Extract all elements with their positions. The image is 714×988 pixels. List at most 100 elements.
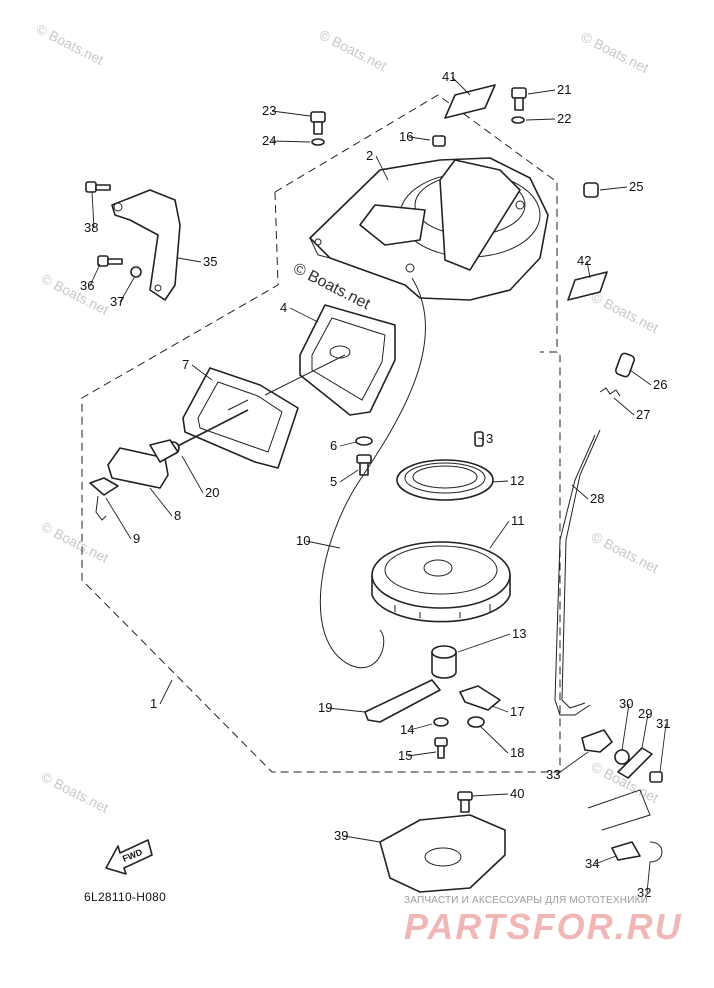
bolt-31 — [649, 771, 663, 783]
leader-line-25 — [599, 186, 628, 191]
part-number-1: 1 — [150, 696, 157, 711]
starter-cover — [309, 157, 549, 301]
part-number-36: 36 — [80, 278, 94, 293]
clip-9 — [89, 477, 119, 521]
part-number-14: 14 — [400, 722, 414, 737]
brand-tagline: ЗАПЧАСТИ И АКСЕССУАРЫ ДЛЯ МОТОТЕХНИКИ — [404, 895, 649, 906]
cable-10 — [319, 277, 427, 668]
label-41 — [444, 84, 496, 119]
leader-line-16 — [408, 136, 431, 141]
watermark-5: © Boats.net — [39, 518, 112, 566]
part-number-18: 18 — [510, 745, 524, 760]
leader-line-11 — [489, 520, 510, 549]
bolt-40 — [457, 791, 473, 813]
part-number-20: 20 — [205, 485, 219, 500]
lever-8 — [107, 439, 179, 489]
drive-13 — [431, 645, 457, 679]
part-number-5: 5 — [330, 474, 337, 489]
part-number-6: 6 — [330, 438, 337, 453]
part-number-23: 23 — [262, 103, 276, 118]
watermark-7: © Boats.net — [589, 288, 662, 336]
part-number-10: 10 — [296, 533, 310, 548]
part-number-24: 24 — [262, 133, 276, 148]
leader-line-23 — [271, 110, 311, 117]
part-number-41: 41 — [442, 69, 456, 84]
spring-27 — [599, 387, 621, 397]
part-number-17: 17 — [510, 704, 524, 719]
part-number-15: 15 — [398, 748, 412, 763]
watermark-3: © Boats.net — [579, 28, 652, 76]
watermark-2: © Boats.net — [317, 26, 390, 74]
watermark-layer: © Boats.net © Boats.net © Boats.net © Boats… — [34, 20, 662, 816]
washer-22 — [511, 116, 525, 124]
cable-28 — [554, 434, 596, 716]
leader-line-17 — [491, 705, 509, 713]
leader-line-37 — [119, 277, 135, 303]
leader-line-15 — [407, 751, 437, 757]
leader-line-1 — [159, 679, 173, 705]
part-number-31: 31 — [656, 716, 670, 731]
washer-6 — [355, 436, 373, 446]
leader-line-35 — [177, 257, 202, 263]
part-number-4: 4 — [280, 300, 287, 315]
leader-line-8 — [149, 487, 173, 517]
reel-pulley-11 — [371, 541, 511, 623]
plate-19 — [364, 679, 441, 723]
part-number-35: 35 — [203, 254, 217, 269]
leader-line-22 — [525, 118, 556, 121]
bolt-21 — [511, 87, 527, 111]
plate-39 — [379, 814, 506, 893]
leader-line-7 — [191, 364, 213, 381]
part-number-22: 22 — [557, 111, 571, 126]
watermark-1: © Boats.net — [34, 20, 107, 68]
leader-line-19 — [327, 707, 366, 713]
part-number-32: 32 — [637, 885, 651, 900]
part-number-8: 8 — [174, 508, 181, 523]
collar-30 — [614, 749, 630, 765]
leader-line-38 — [91, 191, 95, 229]
brand-logo: ЗАПЧАСТИ И АКСЕССУАРЫ ДЛЯ МОТОТЕХНИКИ PA… — [404, 895, 694, 947]
part-number-28: 28 — [590, 491, 604, 506]
leader-line-12 — [491, 480, 509, 483]
link-29 — [617, 747, 653, 779]
handle-housing-4 — [299, 304, 396, 416]
part-number-34: 34 — [585, 856, 599, 871]
bolt-36 — [97, 255, 123, 267]
leader-line-40 — [471, 793, 509, 797]
part-number-27: 27 — [636, 407, 650, 422]
part-number-42: 42 — [577, 253, 591, 268]
clip-18 — [467, 716, 485, 728]
leader-line-34 — [594, 855, 617, 865]
bolt-38 — [85, 181, 111, 193]
clamp-33 — [581, 729, 613, 753]
leader-line-2 — [375, 155, 389, 181]
leader-line-31 — [659, 723, 667, 773]
leader-line-24 — [271, 140, 311, 143]
leader-lines — [89, 76, 667, 894]
leader-line-3 — [477, 437, 485, 440]
leader-line-39 — [343, 835, 381, 843]
label-42 — [567, 271, 608, 301]
bracket-35 — [111, 189, 181, 301]
pawl-17 — [459, 685, 501, 711]
brand-logo-text: PARTSFOR.RU — [404, 906, 683, 947]
bolt-15 — [434, 737, 448, 759]
part-number-26: 26 — [653, 377, 667, 392]
part-number-9: 9 — [133, 531, 140, 546]
part-number-25: 25 — [629, 179, 643, 194]
leader-line-41 — [451, 76, 471, 96]
leader-line-29 — [641, 713, 649, 749]
fitting-26 — [614, 352, 636, 378]
leader-line-20 — [181, 455, 204, 494]
leader-line-36 — [89, 263, 101, 287]
part-number-29: 29 — [638, 706, 652, 721]
part-number-19: 19 — [318, 700, 332, 715]
leader-line-6 — [339, 441, 357, 447]
part-number-21: 21 — [557, 82, 571, 97]
part-number-40: 40 — [510, 786, 524, 801]
watermark-4: © Boats.net — [39, 270, 112, 318]
leader-line-26 — [629, 369, 652, 386]
